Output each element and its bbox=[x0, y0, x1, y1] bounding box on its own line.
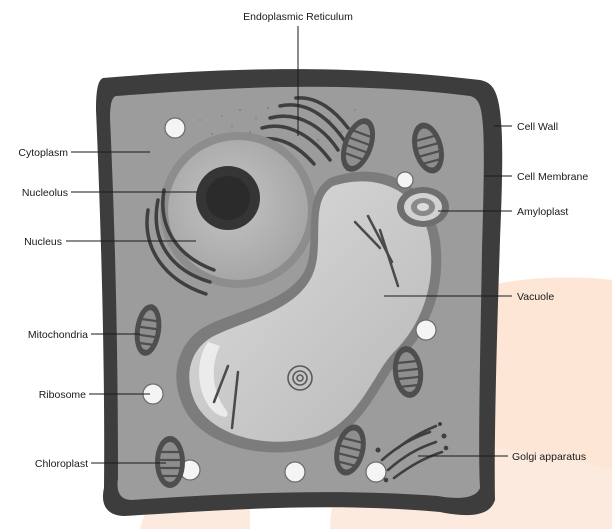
nucleus bbox=[160, 132, 316, 288]
label-chloroplast: Chloroplast bbox=[35, 458, 88, 470]
label-golgi-apparatus: Golgi apparatus bbox=[512, 451, 586, 463]
label-nucleus: Nucleus bbox=[24, 236, 62, 248]
label-nucleolus: Nucleolus bbox=[22, 187, 68, 199]
label-mitochondria: Mitochondria bbox=[28, 329, 88, 341]
label-cytoplasm: Cytoplasm bbox=[18, 147, 68, 159]
label-endoplasmic-reticulum: Endoplasmic Reticulum bbox=[243, 11, 353, 23]
label-cell-wall: Cell Wall bbox=[517, 121, 558, 133]
label-cell-membrane: Cell Membrane bbox=[517, 171, 588, 183]
label-ribosome: Ribosome bbox=[39, 389, 86, 401]
label-vacuole: Vacuole bbox=[517, 291, 554, 303]
label-amyloplast: Amyloplast bbox=[517, 206, 568, 218]
amyloplast bbox=[397, 187, 449, 227]
